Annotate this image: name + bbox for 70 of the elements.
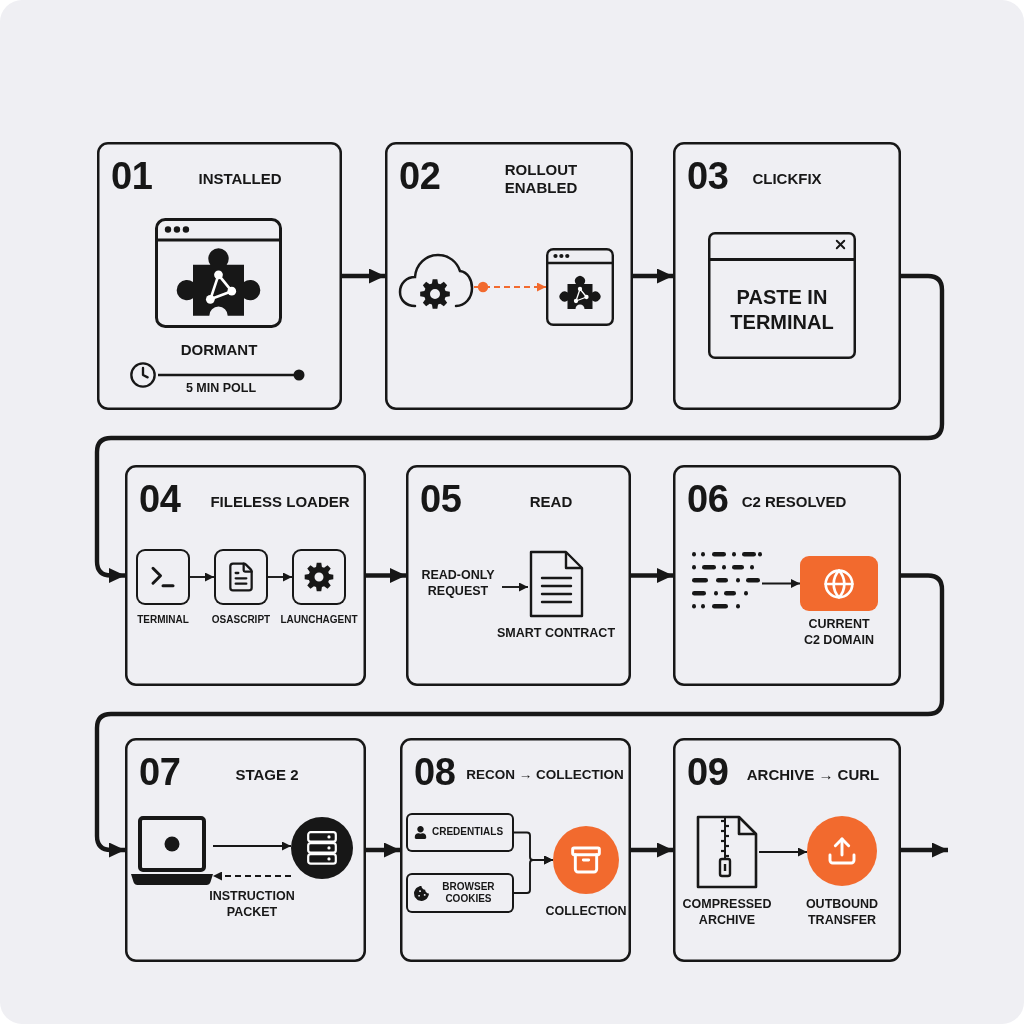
flow-label: READ-ONLY REQUEST bbox=[414, 566, 502, 600]
step-number: 01 bbox=[111, 157, 153, 195]
step-number: 05 bbox=[420, 480, 462, 518]
step-title: STAGE 2 bbox=[235, 765, 299, 785]
data-chip bbox=[406, 813, 514, 852]
arrow bbox=[94, 273, 945, 583]
step-title: ARCHIVE → CURL bbox=[746, 765, 880, 785]
arrow bbox=[631, 568, 673, 583]
step-card bbox=[125, 465, 366, 686]
zip-file-icon bbox=[695, 815, 759, 889]
icon-caption: TERMINAL bbox=[137, 614, 189, 627]
icon-caption: LAUNCHAGENT bbox=[280, 614, 358, 627]
step-card bbox=[385, 142, 633, 410]
arrow bbox=[758, 847, 808, 857]
arrow bbox=[267, 572, 293, 582]
arrow bbox=[513, 855, 554, 894]
step-title: FILELESS LOADER bbox=[210, 492, 350, 512]
icon-caption: COLLECTION bbox=[545, 904, 627, 920]
globe-icon bbox=[800, 556, 878, 611]
arrow bbox=[631, 842, 673, 858]
icon-caption: OSASCRIPT bbox=[211, 614, 271, 627]
icon-caption: OUTBOUND TRANSFER bbox=[804, 897, 880, 929]
arrow bbox=[501, 582, 529, 592]
step-number: 06 bbox=[687, 480, 729, 518]
chip-label: BROWSER COOKIES bbox=[441, 880, 496, 906]
browser-extension-icon bbox=[546, 248, 614, 326]
data-chip bbox=[406, 873, 514, 913]
step-title: INSTALLED bbox=[198, 169, 282, 189]
arrow bbox=[94, 573, 945, 858]
popup-window bbox=[708, 232, 856, 359]
step-number: 07 bbox=[139, 753, 181, 791]
step-card bbox=[97, 142, 342, 410]
step-title: C2 RESOLVED bbox=[741, 492, 847, 512]
document-icon bbox=[214, 549, 268, 605]
status-label: DORMANT bbox=[180, 341, 258, 360]
arrow bbox=[633, 268, 673, 284]
step-card bbox=[406, 465, 631, 686]
step-title: READ bbox=[529, 492, 573, 512]
laptop-icon bbox=[131, 816, 213, 886]
step-number: 02 bbox=[399, 157, 441, 195]
gear-icon bbox=[292, 549, 346, 605]
step-title: CLICKFIX bbox=[752, 169, 822, 189]
icon-caption: COMPRESSED ARCHIVE bbox=[681, 897, 773, 929]
step-title: RECON → COLLECTION bbox=[466, 766, 624, 784]
step-number: 09 bbox=[687, 753, 729, 791]
arrow bbox=[212, 871, 292, 881]
arrow bbox=[342, 268, 385, 284]
window-text: PASTE IN TERMINAL bbox=[729, 284, 835, 335]
arrow bbox=[901, 842, 948, 858]
arrow bbox=[473, 281, 547, 293]
step-card bbox=[400, 738, 631, 962]
timer-label: 5 MIN POLL bbox=[185, 381, 257, 397]
terminal-icon bbox=[136, 549, 190, 605]
arrow bbox=[366, 568, 406, 583]
step-number: 03 bbox=[687, 157, 729, 195]
arrow bbox=[212, 841, 292, 851]
arrow bbox=[761, 579, 801, 588]
step-title: ROLLOUT ENABLED bbox=[503, 160, 579, 198]
step-card bbox=[673, 142, 901, 410]
chip-label: CREDENTIALS bbox=[431, 826, 504, 839]
document-icon bbox=[528, 550, 584, 618]
step-card bbox=[673, 465, 901, 686]
icon-caption: SMART CONTRACT bbox=[496, 626, 615, 642]
arrow bbox=[189, 572, 215, 582]
arrow bbox=[366, 842, 400, 858]
icon-caption: CURRENT C2 DOMAIN bbox=[802, 617, 876, 649]
step-card bbox=[125, 738, 366, 962]
step-card bbox=[673, 738, 901, 962]
step-number: 04 bbox=[139, 480, 181, 518]
step-number: 08 bbox=[414, 753, 456, 791]
